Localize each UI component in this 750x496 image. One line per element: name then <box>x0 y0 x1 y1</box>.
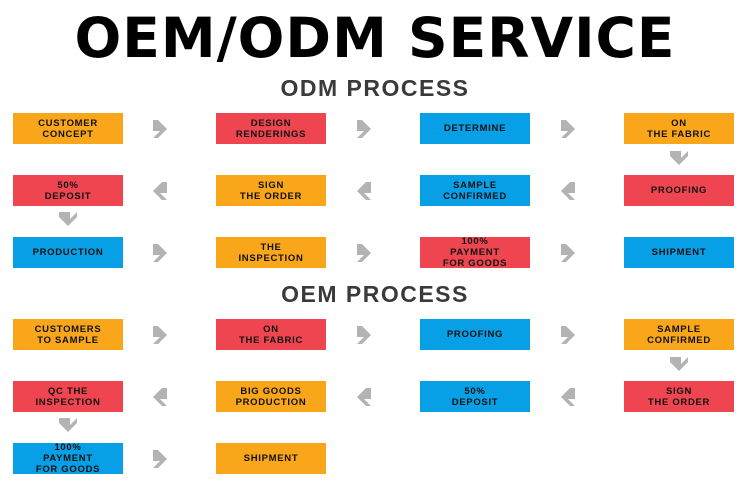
flow-node-odm-proofing[interactable]: PROOFING <box>624 175 734 206</box>
flow-node-odm-sample-confirmed[interactable]: SAMPLE CONFIRMED <box>420 175 530 206</box>
flow-node-oem-50-deposit[interactable]: 50% DEPOSIT <box>420 381 530 412</box>
chevron-left-icon <box>147 178 173 204</box>
flow-node-odm-shipment[interactable]: SHIPMENT <box>624 237 734 268</box>
chevron-left-icon <box>147 384 173 410</box>
chevron-left-icon <box>351 384 377 410</box>
flow-node-odm-determine[interactable]: DETERMINE <box>420 113 530 144</box>
chevron-right-icon <box>147 240 173 266</box>
flow-node-oem-shipment[interactable]: SHIPMENT <box>216 443 326 474</box>
flow-node-odm-customer-concept[interactable]: CUSTOMER CONCEPT <box>13 113 123 144</box>
flow-node-odm-design-renderings[interactable]: DESIGN RENDERINGS <box>216 113 326 144</box>
chevron-right-icon <box>147 322 173 348</box>
flow-node-odm-100-payment[interactable]: 100% PAYMENT FOR GOODS <box>420 236 530 269</box>
chevron-right-icon <box>555 322 581 348</box>
section-title-odm: ODM PROCESS <box>280 75 470 101</box>
flow-node-odm-sign-the-order[interactable]: SIGN THE ORDER <box>216 175 326 206</box>
chevron-right-icon <box>351 116 377 142</box>
chevron-down-icon <box>667 354 691 376</box>
flow-node-odm-the-inspection[interactable]: THE INSPECTION <box>216 237 326 268</box>
flow-node-oem-sign-the-order[interactable]: SIGN THE ORDER <box>624 381 734 412</box>
flow-node-oem-customers-to-sample[interactable]: CUSTOMERS TO SAMPLE <box>13 319 123 350</box>
flow-node-odm-production[interactable]: PRODUCTION <box>13 237 123 268</box>
chevron-left-icon <box>555 178 581 204</box>
flow-node-oem-100-payment[interactable]: 100% PAYMENT FOR GOODS <box>13 442 123 475</box>
chevron-down-icon <box>56 415 80 437</box>
chevron-right-icon <box>147 116 173 142</box>
flow-node-odm-on-the-fabric[interactable]: ON THE FABRIC <box>624 113 734 144</box>
flow-node-oem-on-the-fabric[interactable]: ON THE FABRIC <box>216 319 326 350</box>
flow-node-oem-big-goods-production[interactable]: BIG GOODS PRODUCTION <box>216 381 326 412</box>
flow-node-oem-proofing[interactable]: PROOFING <box>420 319 530 350</box>
chevron-right-icon <box>351 322 377 348</box>
chevron-down-icon <box>56 209 80 231</box>
chevron-right-icon <box>555 116 581 142</box>
flow-node-odm-50-deposit[interactable]: 50% DEPOSIT <box>13 175 123 206</box>
chevron-left-icon <box>351 178 377 204</box>
chevron-right-icon <box>147 446 173 472</box>
flow-node-oem-qc-the-inspection[interactable]: QC THE INSPECTION <box>13 381 123 412</box>
flow-node-oem-sample-confirmed[interactable]: SAMPLE CONFIRMED <box>624 319 734 350</box>
chevron-left-icon <box>555 384 581 410</box>
chevron-down-icon <box>667 148 691 170</box>
chevron-right-icon <box>351 240 377 266</box>
chevron-right-icon <box>555 240 581 266</box>
page-title: OEM/ODM SERVICE <box>74 6 676 70</box>
section-title-oem: OEM PROCESS <box>281 281 469 307</box>
